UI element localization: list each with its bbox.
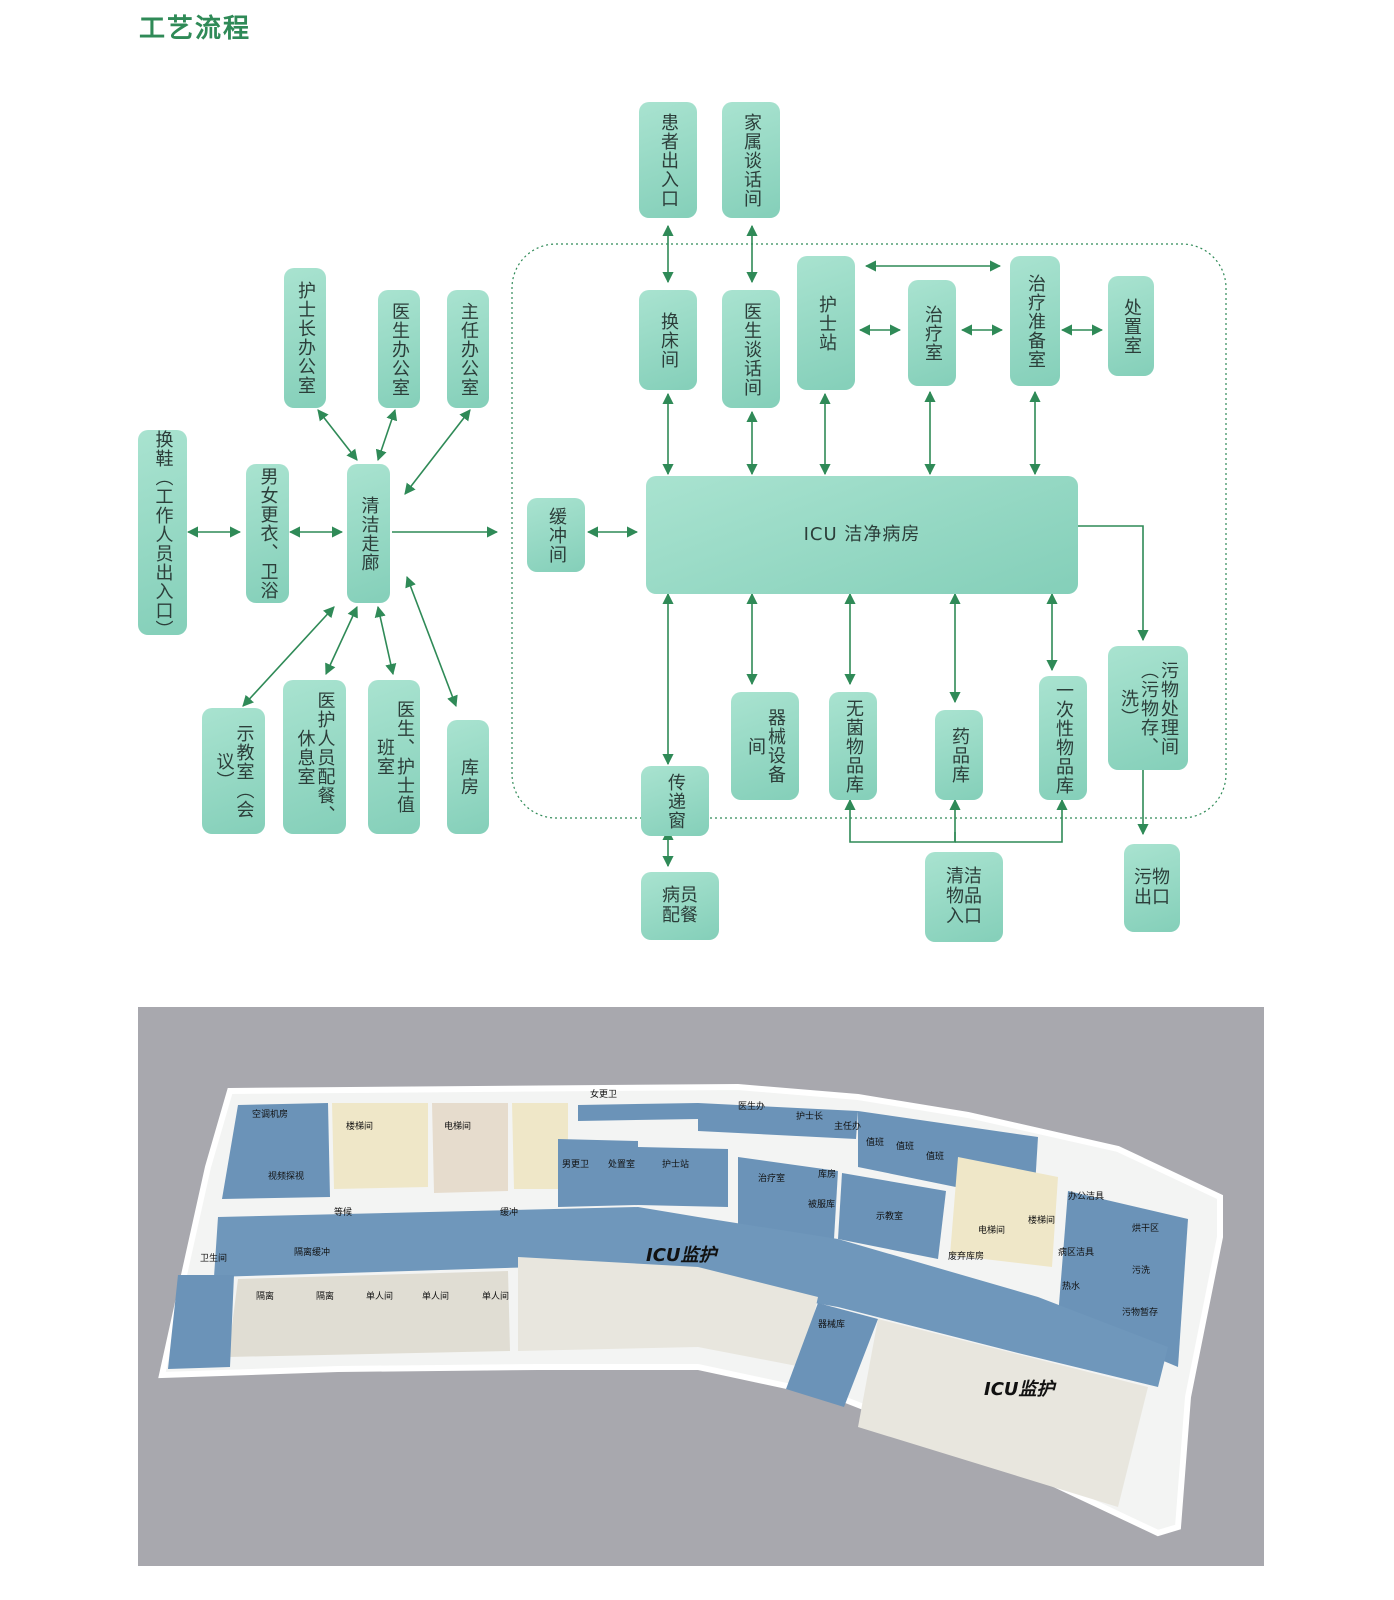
room-label-geli2: 隔离: [316, 1292, 335, 1302]
node-zhiban: 医生、护士值班室: [368, 680, 420, 834]
room-label-beifu: 被服库: [808, 1200, 836, 1210]
arrow-qingjie-shijiao: [242, 606, 335, 707]
room-label-wuwu: 污物暂存: [1122, 1308, 1159, 1318]
room-label-hushizhan: 护士站: [662, 1160, 690, 1170]
room-label-zhiliao: 治疗室: [758, 1174, 786, 1184]
arrow-qingjie-yisheng: [375, 408, 398, 462]
node-bingyuan: 病员 配餐: [641, 872, 719, 940]
node-huanchuang: 换床间: [639, 290, 697, 390]
arrow-qingjiewupin-yici: [955, 798, 1068, 843]
building-footprint: [158, 1083, 1223, 1537]
node-wuwu: 污物处理间（污物存、洗）: [1108, 646, 1188, 770]
node-hushizhang: 护士长办公室: [284, 268, 326, 408]
room-label-louti2: 楼梯间: [1028, 1216, 1056, 1226]
room-label-nangeng: 男更卫: [562, 1160, 590, 1170]
room-label-bangong: 办公洁具: [1068, 1192, 1105, 1202]
room-label-feiqi: 废弃库房: [948, 1252, 985, 1262]
room-label-icu1: ICU监护: [646, 1245, 717, 1266]
node-chuzhi: 处置室: [1108, 276, 1154, 376]
room-label-qixie: 器械库: [818, 1320, 846, 1330]
room-label-nvgeng: 女更卫: [590, 1090, 618, 1100]
node-jiashu: 家属谈话间: [722, 102, 780, 218]
node-kufang: 库房: [447, 720, 489, 834]
flow-connectors: [186, 224, 1227, 868]
room-label-danren2: 单人间: [422, 1292, 450, 1302]
node-gengyi: 男女更衣、卫浴: [246, 464, 289, 603]
node-yisheng: 医生办公室: [378, 290, 420, 408]
node-tanhua: 医生谈话间: [722, 290, 780, 408]
arrow-qingjiewupin-wujun: [844, 798, 956, 843]
page-title: 工艺流程: [139, 14, 252, 44]
room-label-bingqu: 病区洁具: [1058, 1248, 1095, 1258]
node-shijiao: 示教室（会议）: [202, 708, 265, 834]
node-canyin: 医护人员配餐、休息室: [283, 680, 346, 834]
room-label-zhiban1: 值班: [866, 1138, 885, 1148]
room-label-louti1: 楼梯间: [346, 1122, 374, 1132]
room-label-danren3: 单人间: [482, 1292, 510, 1302]
node-huanzhe: 患者出入口: [639, 102, 697, 218]
room-label-yisheng: 医生办: [738, 1102, 766, 1112]
node-zhuren: 主任办公室: [447, 290, 489, 408]
node-huanchong: 缓冲间: [527, 498, 585, 572]
room-label-danren1: 单人间: [366, 1292, 394, 1302]
room-label-reshui: 热水: [1062, 1282, 1081, 1292]
room-label-dengdai: 等候: [334, 1208, 353, 1218]
arrow-qingjie-zhuren: [404, 409, 471, 495]
node-wujun: 无菌物品库: [829, 692, 877, 800]
room-label-weisheng: 卫生间: [200, 1254, 228, 1264]
room-label-geli1: 隔离: [256, 1292, 275, 1302]
process-flow-diagram: 换鞋（工作人员出入口） 男女更衣、卫浴 清洁走廊 护士长办公室 医生办公室 主任…: [138, 102, 1227, 942]
node-qingjie: 清洁走廊: [347, 464, 390, 603]
room-label-dianti2: 电梯间: [978, 1226, 1006, 1236]
node-yici: 一次性物品库: [1039, 676, 1087, 800]
room-label-hushizhang: 护士长: [796, 1112, 824, 1122]
arrow-icu-wuwu: [1078, 525, 1149, 642]
room-label-zhiban2: 值班: [896, 1142, 915, 1152]
node-chuandi: 传递窗: [641, 766, 709, 836]
room-label-gelihc: 隔离缓冲: [294, 1248, 331, 1258]
room-label-shipin: 视频探视: [268, 1172, 305, 1182]
arrow-qingjie-canyin: [325, 605, 358, 676]
node-huanxie: 换鞋（工作人员出入口）: [138, 430, 187, 639]
room-label-honggan: 烘干区: [1132, 1224, 1160, 1234]
floor-plan-drawing: [158, 1083, 1223, 1537]
arrow-qingjie-zhiban: [374, 605, 397, 676]
arrow-qingjie-hushizhang: [317, 409, 358, 461]
arrow-qingjie-kufang: [405, 575, 458, 708]
node-qingjiewupin: 清洁 物品 入口: [925, 852, 1003, 942]
room-label-chuzhi: 处置室: [608, 1160, 636, 1170]
room-label-dianti1: 电梯间: [444, 1122, 472, 1132]
room-label-zhuren: 主任办: [834, 1122, 862, 1132]
room-label-shijiao: 示教室: [876, 1212, 904, 1222]
node-icu-clean-ward: ICU 洁净病房: [646, 476, 1078, 594]
node-yaopin: 药品库: [935, 710, 983, 800]
room-label-huanchong: 缓冲: [500, 1208, 519, 1218]
room-label-kongtiao: 空调机房: [252, 1110, 289, 1120]
room-label-icu2: ICU监护: [984, 1379, 1055, 1400]
node-zhiliao: 治疗室: [908, 280, 956, 386]
node-hushizhan: 护士站: [797, 256, 855, 390]
room-label-wuxi: 污洗: [1132, 1266, 1151, 1276]
node-wuwuchu: 污物 出口: [1124, 844, 1180, 932]
floor-plan-rendering: 空调机房 楼梯间 电梯间 视频探视 等候 缓冲 女更卫 男更卫 处置室 护士站 …: [138, 1007, 1264, 1566]
room-label-kufang: 库房: [818, 1170, 837, 1180]
node-zhunbei: 治疗准备室: [1010, 256, 1060, 386]
node-shebei: 器械设备间: [731, 692, 799, 800]
room-label-zhiban3: 值班: [926, 1152, 945, 1162]
